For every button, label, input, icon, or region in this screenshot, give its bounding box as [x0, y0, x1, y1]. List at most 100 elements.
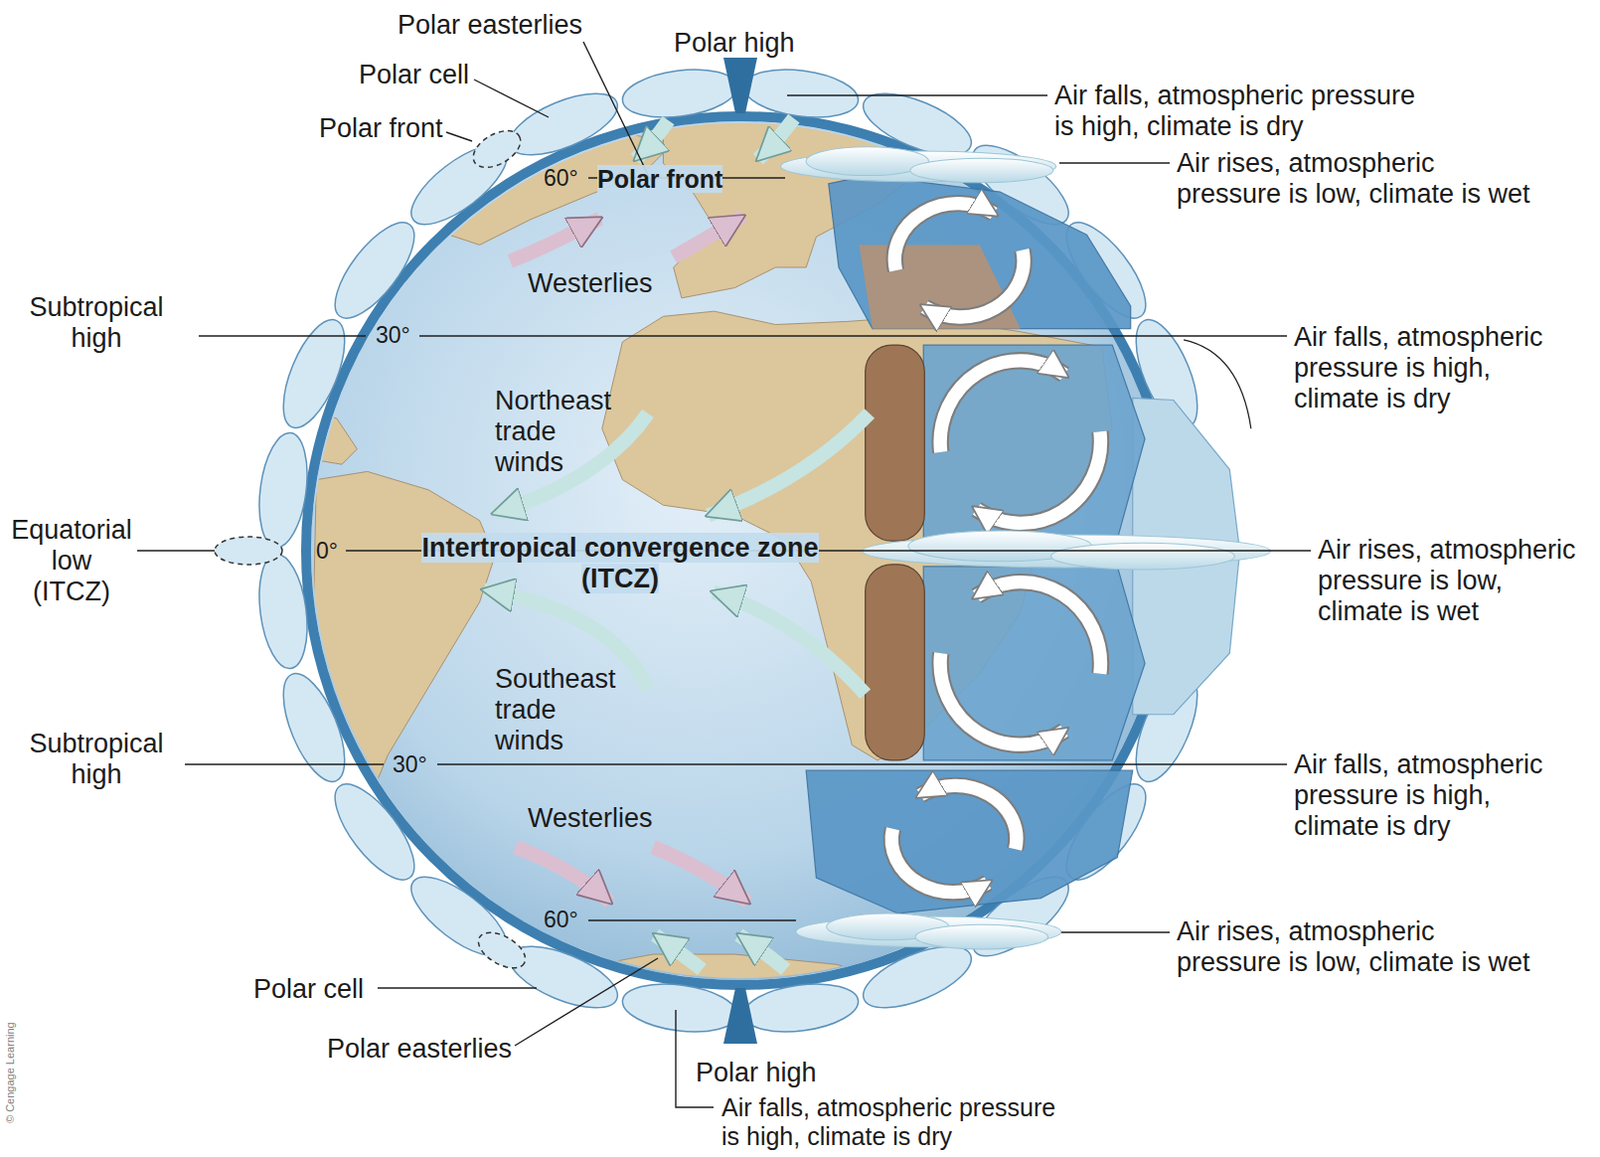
wind-label: Southeast trade winds [494, 663, 617, 756]
circulation-cells [320, 210, 428, 330]
leader-line [419, 334, 1287, 336]
label-box: Northeast trade winds [494, 385, 620, 479]
label-box: Polar high [673, 27, 796, 59]
wind-label: Polar easterlies [397, 9, 583, 40]
leader-line [474, 79, 549, 118]
cell-loop-arrow [894, 203, 994, 271]
label-box: Subtropical high [24, 728, 169, 791]
label-box: Westerlies [527, 802, 653, 834]
label-box: Polar easterlies [397, 9, 583, 41]
leader-line [446, 132, 473, 142]
cell-slice [805, 770, 1133, 914]
watermark: © Cengage Learning [3, 1021, 16, 1123]
circulation-cells [740, 63, 861, 125]
label-box: Air falls, atmospheric pressure is high,… [1054, 80, 1421, 143]
climate-note: Air falls, atmospheric pressure is high,… [1293, 321, 1544, 414]
polar-high-wedge [723, 987, 758, 1044]
trade-wind-arrow [708, 413, 870, 516]
easterlies-arrow [636, 120, 669, 160]
cell-loop-arrow [940, 652, 1065, 745]
latitude-label: 60° [543, 164, 579, 191]
cell-label: Polar cell [253, 973, 364, 1004]
label-box: Polar cell [358, 59, 470, 91]
cell-loop-arrow [924, 250, 1024, 318]
label-box: 0° [316, 537, 338, 564]
leader-line [1183, 339, 1252, 429]
label-box: Polar cell [253, 973, 364, 1005]
label-box: 60° [543, 906, 579, 933]
cell-loop-arrow [891, 828, 988, 893]
continent [306, 408, 357, 465]
wind-label: Northeast trade winds [494, 385, 612, 478]
label-box: Subtropical high [24, 292, 169, 354]
cell-loop-arrow [976, 582, 1102, 674]
climate-note: Air rises, atmospheric pressure is low, … [1317, 534, 1577, 627]
cloud [780, 147, 1271, 950]
cell-slice [923, 344, 1145, 539]
cell-label: Polar cell [358, 59, 470, 90]
polar-high-wedge [723, 57, 758, 114]
climate-note: Air rises, atmospheric pressure is low, … [1176, 148, 1531, 209]
label-box: Polar front [597, 164, 723, 194]
circulation-cells [619, 63, 740, 125]
easterlies-arrow [738, 935, 786, 970]
pressure-label: Polar high [673, 27, 796, 58]
leader-line [184, 763, 384, 765]
cell-loop-arrow [940, 360, 1065, 453]
wind-label: Westerlies [527, 268, 653, 299]
latitude-label: 30° [392, 751, 428, 778]
cell-loop-arrow [940, 652, 1065, 745]
label-box: Air rises, atmospheric pressure is low, … [1317, 534, 1585, 628]
climate-note: Air rises, atmospheric pressure is low, … [1176, 916, 1531, 977]
label-box: Air rises, atmospheric pressure is low, … [1176, 916, 1537, 978]
label-box: Equatorial low (ITCZ) [9, 514, 134, 608]
label-box: Westerlies [527, 268, 653, 300]
leader-line [437, 763, 1287, 765]
westerlies-arrow [673, 216, 744, 258]
circulation-cells [253, 429, 315, 550]
latitude-label: 30° [375, 321, 411, 348]
wind-label: Polar easterlies [326, 1033, 512, 1064]
leader-line [1061, 931, 1170, 933]
easterlies-arrow [758, 118, 795, 160]
climate-note: Air falls, atmospheric pressure is high,… [1054, 80, 1416, 142]
circulation-cells [271, 312, 358, 437]
westerlies-arrow [652, 846, 748, 902]
cloud [1051, 542, 1236, 570]
westerlies-arrow [509, 218, 600, 262]
cell-slice [923, 566, 1145, 761]
cell-loop-arrow [976, 431, 1102, 523]
label-box: Polar high [695, 1057, 817, 1089]
leader-line [137, 549, 215, 551]
circulation-cells [740, 977, 861, 1039]
label-box: Air rises, atmospheric pressure is low, … [1176, 148, 1537, 210]
cell-slice [828, 175, 1131, 329]
pressure-label: Subtropical high [28, 728, 163, 790]
label-box: 30° [392, 751, 428, 778]
cell-loop-arrow [894, 203, 994, 271]
cell-loop-arrow [976, 431, 1102, 523]
cloud [915, 924, 1048, 950]
leader-line [588, 919, 797, 921]
cell-loop-arrow [924, 250, 1024, 318]
front-oval [214, 536, 283, 565]
pressure-label: Subtropical high [28, 292, 163, 353]
label-box: 30° [375, 321, 411, 348]
leader-line [787, 94, 1048, 96]
front-label: Polar front [597, 164, 723, 193]
climate-note: Air falls, atmospheric pressure is high,… [1293, 749, 1544, 841]
globe-detail [306, 107, 1271, 1011]
label-box: Polar easterlies [326, 1033, 512, 1065]
pressure-label: Equatorial low (ITCZ) [10, 514, 133, 607]
cell-loop-arrow [940, 360, 1065, 453]
label-box: Air falls, atmospheric pressure is high,… [721, 1093, 1062, 1151]
front-oval [472, 925, 531, 975]
westerlies-arrow [515, 846, 611, 902]
label-box: 60° [543, 164, 579, 191]
latitude-label: 60° [543, 906, 579, 933]
label-box: Southeast trade winds [494, 663, 623, 757]
front-label: Polar front [319, 113, 444, 144]
label-box: Intertropical convergence zone (ITCZ) [416, 532, 824, 595]
circulation-cells [253, 550, 315, 671]
